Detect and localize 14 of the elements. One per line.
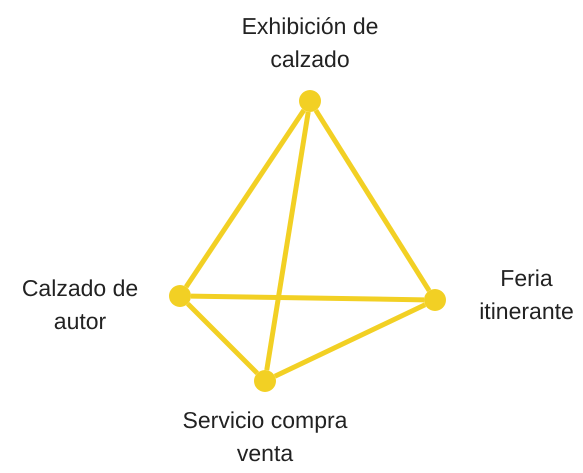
node-label: Servicio compra venta: [182, 406, 348, 468]
connector-line: [186, 302, 259, 375]
dot: [169, 285, 191, 307]
node-label: Calzado de autor: [20, 274, 140, 336]
connector-line: [264, 111, 311, 371]
connector-line: [184, 108, 306, 288]
node-label: Feria itinerante: [478, 264, 575, 326]
dot: [424, 289, 446, 311]
connector-line: [314, 108, 432, 292]
dot: [254, 370, 276, 392]
dot: [299, 90, 321, 112]
connector-line: [190, 294, 424, 302]
node-label: Exhibición de calzado: [240, 12, 380, 74]
connector-line: [274, 302, 426, 379]
